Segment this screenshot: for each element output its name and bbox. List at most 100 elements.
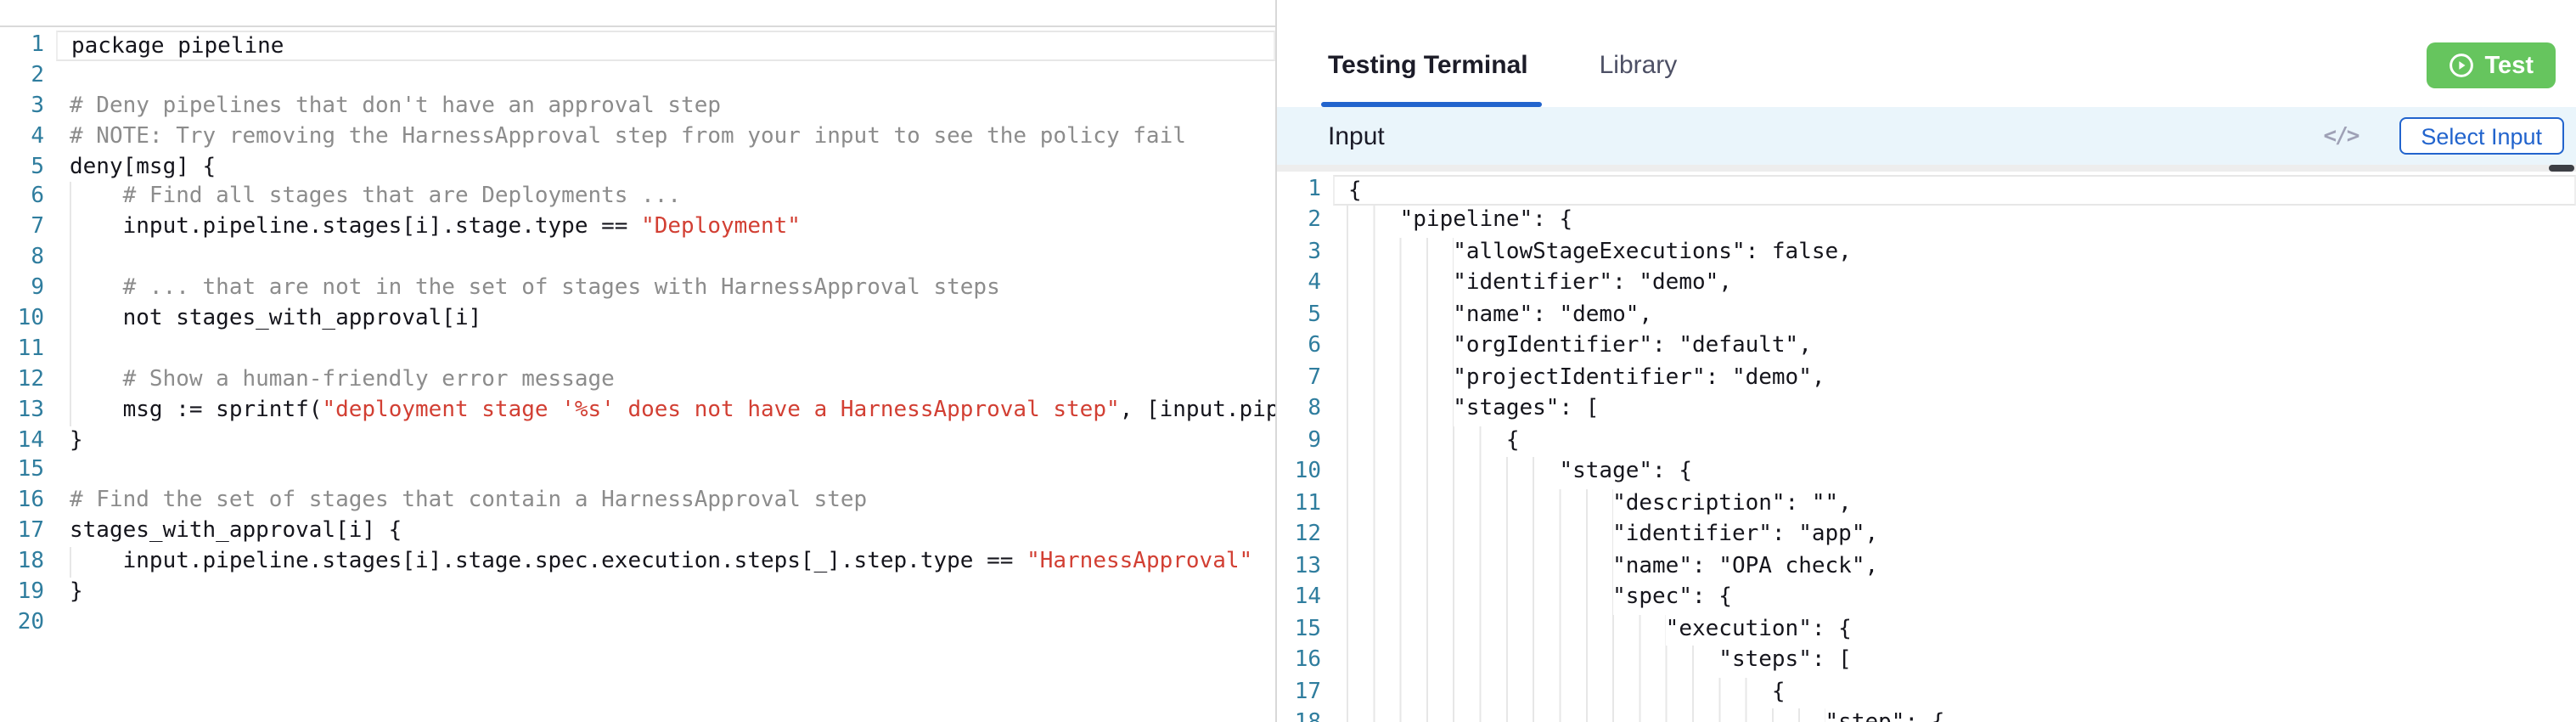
code-line[interactable]: 2 <box>0 61 1275 92</box>
code-text: # Find the set of stages that contain a … <box>56 487 1275 517</box>
code-text: # Show a human-friendly error message <box>56 364 1275 396</box>
line-number: 15 <box>17 457 44 483</box>
resize-handle-icon[interactable] <box>2549 165 2574 172</box>
line-number: 3 <box>31 93 44 119</box>
code-segment-code: "projectIdentifier": "demo", <box>1347 364 1825 390</box>
code-line[interactable]: 14 "spec": { <box>1277 583 2576 614</box>
code-line[interactable]: 7 "projectIdentifier": "demo", <box>1277 363 2576 394</box>
code-line[interactable]: 3 "allowStageExecutions": false, <box>1277 237 2576 268</box>
code-segment-code: , [input.pipel <box>1119 397 1275 423</box>
code-line[interactable]: 15 <box>0 456 1275 487</box>
tab-library[interactable]: Library <box>1599 51 1678 80</box>
code-line[interactable]: 10 "stage": { <box>1277 457 2576 488</box>
code-text: "steps": [ <box>1333 646 2576 677</box>
code-line[interactable]: 6 "orgIdentifier": "default", <box>1277 331 2576 363</box>
line-number: 2 <box>1308 207 1321 233</box>
code-line[interactable]: 12 # Show a human-friendly error message <box>0 364 1275 396</box>
code-line[interactable]: 17 stages_with_approval[i] { <box>0 517 1275 548</box>
code-segment-code: deny[msg] { <box>70 154 217 180</box>
code-segment-code: stages_with_approval[i] { <box>70 518 402 544</box>
line-number: 20 <box>17 609 44 635</box>
line-number: 17 <box>17 518 44 544</box>
code-line[interactable]: 6 # Find all stages that are Deployments… <box>0 182 1275 213</box>
code-text: "identifier": "app", <box>1333 520 2576 551</box>
code-text: } <box>56 426 1275 456</box>
input-section-title: Input <box>1328 121 1385 150</box>
code-segment-code: "orgIdentifier": "default", <box>1347 333 1812 358</box>
code-line[interactable]: 12 "identifier": "app", <box>1277 520 2576 551</box>
code-line[interactable]: 19} <box>0 578 1275 608</box>
line-number: 6 <box>31 183 44 210</box>
code-segment-code: } <box>70 427 83 454</box>
input-json-editor[interactable]: 1{2 "pipeline": {3 "allowStageExecutions… <box>1277 172 2576 722</box>
line-number: 11 <box>1294 490 1321 516</box>
code-line[interactable]: 18 "step": { <box>1277 708 2576 722</box>
line-number: 8 <box>31 245 44 271</box>
line-number: 9 <box>1308 427 1321 453</box>
code-text: "name": "demo", <box>1333 300 2576 331</box>
code-line[interactable]: 11 "description": "", <box>1277 488 2576 520</box>
code-line[interactable]: 4# NOTE: Try removing the HarnessApprova… <box>0 121 1275 152</box>
code-line[interactable]: 8 "stages": [ <box>1277 394 2576 426</box>
code-text: "identifier": "demo", <box>1333 268 2576 300</box>
test-button-label: Test <box>2484 52 2534 79</box>
line-number: 14 <box>1294 584 1321 610</box>
code-text: "pipeline": { <box>1333 206 2576 237</box>
indent-guide <box>70 243 123 274</box>
line-number: 9 <box>31 275 44 302</box>
code-line[interactable]: 9 # ... that are not in the set of stage… <box>0 274 1275 305</box>
code-line[interactable]: 17 { <box>1277 677 2576 708</box>
code-line[interactable]: 16# Find the set of stages that contain … <box>0 487 1275 517</box>
code-line[interactable]: 15 "execution": { <box>1277 614 2576 646</box>
input-section-header: Input </> Select Input <box>1277 107 2576 165</box>
code-line[interactable]: 16 "steps": [ <box>1277 646 2576 677</box>
code-text: "spec": { <box>1333 583 2576 614</box>
line-number: 7 <box>31 214 44 240</box>
input-editor-separator <box>1277 165 2576 172</box>
code-line[interactable]: 2 "pipeline": { <box>1277 206 2576 237</box>
code-line[interactable]: 3# Deny pipelines that don't have an app… <box>0 92 1275 122</box>
test-button[interactable]: Test <box>2427 42 2556 88</box>
code-line[interactable]: 14} <box>0 426 1275 456</box>
code-line[interactable]: 1{ <box>1277 174 2576 206</box>
line-number: 7 <box>1308 364 1321 390</box>
code-segment-code: msg := sprintf( <box>70 397 323 423</box>
code-segment-comment: # ... that are not in the set of stages … <box>70 275 1000 302</box>
line-number: 19 <box>17 579 44 606</box>
code-text: "allowStageExecutions": false, <box>1333 237 2576 268</box>
indent-guide <box>70 334 123 365</box>
code-view-icon[interactable]: </> <box>2323 123 2359 149</box>
code-text: input.pipeline.stages[i].stage.type == "… <box>56 212 1275 244</box>
code-line[interactable]: 20 <box>0 608 1275 639</box>
code-segment-code: "step": { <box>1347 710 1945 722</box>
code-text <box>56 456 1275 487</box>
line-number: 12 <box>1294 522 1321 547</box>
code-segment-code: "identifier": "demo", <box>1347 270 1732 296</box>
code-line[interactable]: 13 msg := sprintf("deployment stage '%s'… <box>0 395 1275 426</box>
code-text: { <box>1333 174 2576 206</box>
code-segment-code: "pipeline": { <box>1347 207 1573 233</box>
code-segment-code: "name": "OPA check", <box>1347 553 1879 578</box>
code-segment-string: "deployment stage '%s' does not have a H… <box>322 397 1120 423</box>
code-line[interactable]: 13 "name": "OPA check", <box>1277 551 2576 583</box>
code-line[interactable]: 8 <box>0 243 1275 274</box>
code-line[interactable]: 7 input.pipeline.stages[i].stage.type ==… <box>0 212 1275 244</box>
code-line[interactable]: 11 <box>0 334 1275 365</box>
code-line[interactable]: 5 "name": "demo", <box>1277 300 2576 331</box>
code-text: "name": "OPA check", <box>1333 551 2576 583</box>
code-text <box>56 608 1275 639</box>
code-line[interactable]: 4 "identifier": "demo", <box>1277 268 2576 300</box>
code-line[interactable]: 18 input.pipeline.stages[i].stage.spec.e… <box>0 547 1275 578</box>
code-segment-code: "stages": [ <box>1347 396 1600 421</box>
code-segment-code: "steps": [ <box>1347 647 1852 673</box>
testing-terminal-panel: Testing Terminal Library Test Input </> … <box>1277 0 2576 722</box>
select-input-button[interactable]: Select Input <box>2399 117 2564 155</box>
tab-testing-terminal[interactable]: Testing Terminal <box>1328 51 1528 80</box>
code-line[interactable]: 10 not stages_with_approval[i] <box>0 304 1275 335</box>
code-text: } <box>56 578 1275 608</box>
code-line[interactable]: 9 { <box>1277 426 2576 457</box>
